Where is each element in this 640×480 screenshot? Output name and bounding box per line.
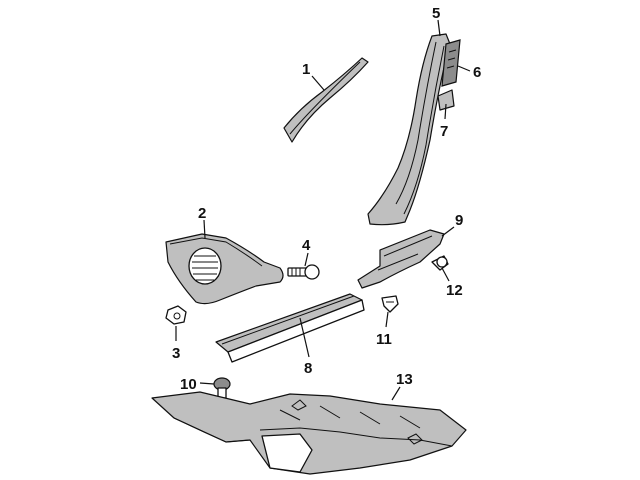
bezel-trim: [441, 39, 461, 87]
callout-3: 3: [172, 345, 180, 362]
b-pillar-trim: [367, 33, 451, 226]
sill-trim-bracket: [357, 229, 445, 289]
callout-4: 4: [302, 237, 311, 254]
a-pillar-trim: [283, 57, 369, 143]
callout-labels: 1 5 6 7 2 4 3 8 9 12 11 10 13: [172, 5, 481, 393]
callout-13: 13: [396, 371, 413, 388]
retainer-clip: [381, 295, 399, 313]
quarter-trim-panel: [165, 233, 284, 305]
callout-8: 8: [304, 360, 312, 377]
callout-1: 1: [302, 61, 310, 78]
scuff-plate: [215, 293, 365, 363]
small-cover: [437, 89, 455, 111]
callout-9: 9: [455, 212, 463, 229]
callout-12: 12: [446, 282, 463, 299]
callout-11: 11: [376, 331, 392, 348]
clip-left: [165, 305, 187, 325]
bolt: [287, 264, 320, 280]
floor-carpet: [151, 391, 467, 475]
callout-6: 6: [473, 64, 481, 81]
push-clip: [431, 255, 449, 271]
callout-10: 10: [180, 376, 197, 393]
callout-2: 2: [198, 205, 206, 222]
callout-7: 7: [440, 123, 448, 140]
callout-5: 5: [432, 5, 440, 22]
leader-lines: [175, 19, 471, 401]
pin-fastener: [213, 377, 231, 399]
